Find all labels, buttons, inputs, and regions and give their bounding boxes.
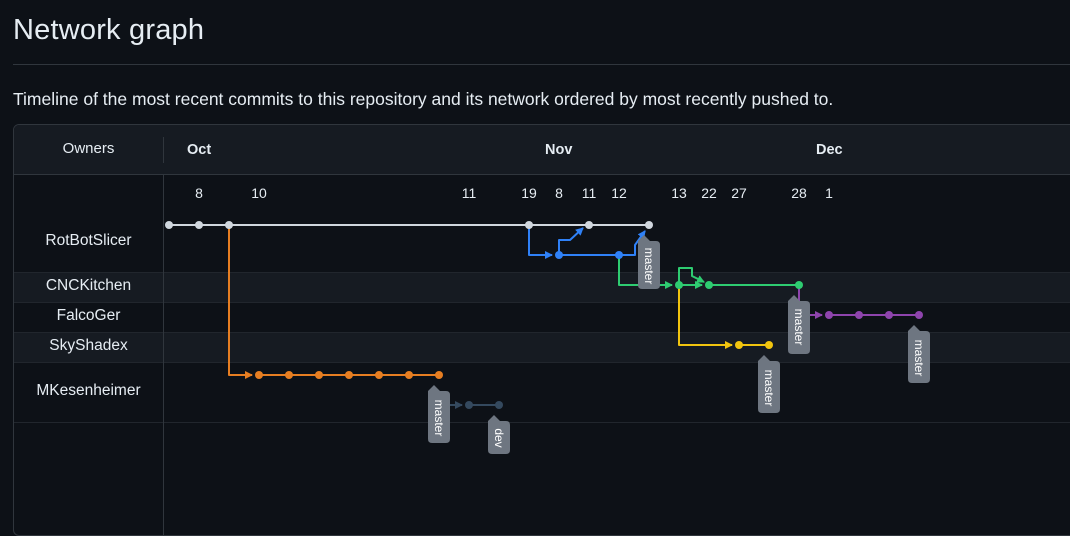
commit-dot[interactable]: [165, 221, 173, 229]
branch-line-cnckitchen: [678, 267, 705, 285]
owner-label-cnckitchen[interactable]: CNCKitchen: [45, 277, 132, 294]
commit-dot[interactable]: [585, 221, 593, 229]
day-label: 8: [195, 185, 203, 201]
commit-dot[interactable]: [885, 311, 893, 319]
branch-tag-cnckitchen[interactable]: master: [788, 295, 810, 354]
owner-label-falcoger[interactable]: FalcoGer: [56, 307, 121, 324]
day-label: 19: [521, 185, 537, 201]
commit-dot[interactable]: [705, 281, 713, 289]
commit-dot[interactable]: [375, 371, 383, 379]
commit-dot[interactable]: [465, 401, 473, 409]
commit-dot[interactable]: [915, 311, 923, 319]
branch-tag-falcoger[interactable]: master: [908, 325, 930, 383]
owner-band-cnckitchen: [14, 272, 1070, 302]
owner-band-skyshadex: [14, 332, 1070, 362]
branch-tag-label: dev: [492, 428, 506, 447]
commit-dot[interactable]: [315, 371, 323, 379]
header-divider: [163, 137, 164, 163]
day-label: 27: [731, 185, 747, 201]
owners-column-divider: [163, 175, 164, 535]
network-graph[interactable]: Owners Oct Nov Dec RotBotSlicer CNCKitch…: [13, 124, 1070, 536]
day-label: 13: [671, 185, 687, 201]
band-divider: [14, 272, 1070, 273]
day-label: 22: [701, 185, 717, 201]
commit-dot[interactable]: [255, 371, 263, 379]
day-label: 8: [555, 185, 563, 201]
month-label-dec: Dec: [816, 142, 843, 158]
commit-dot[interactable]: [795, 281, 803, 289]
title-divider: [13, 64, 1070, 65]
commit-dot[interactable]: [765, 341, 773, 349]
day-labels: 8 10 11 19 8 11 12 13 22 27 28 1: [195, 185, 833, 201]
branch-line-skyshadex: [678, 285, 733, 349]
commit-dot[interactable]: [825, 311, 833, 319]
graph-header: Owners Oct Nov Dec: [14, 125, 1070, 175]
commit-dot[interactable]: [495, 401, 503, 409]
commit-dot[interactable]: [195, 221, 203, 229]
owner-label-rotbotslicer[interactable]: RotBotSlicer: [45, 232, 132, 249]
commit-dot[interactable]: [285, 371, 293, 379]
commit-dot[interactable]: [855, 311, 863, 319]
page-title: Network graph: [13, 14, 205, 46]
commit-dot[interactable]: [345, 371, 353, 379]
owner-label-skyshadex[interactable]: SkyShadex: [49, 337, 128, 354]
page-description: Timeline of the most recent commits to t…: [13, 89, 834, 109]
branch-tag-dev[interactable]: dev: [488, 415, 510, 454]
commit-dot[interactable]: [435, 371, 443, 379]
commit-dot[interactable]: [645, 221, 653, 229]
branch-line-blue: [559, 230, 646, 256]
commit-dot[interactable]: [405, 371, 413, 379]
day-label: 1: [825, 185, 833, 201]
branch-line-blue: [528, 225, 553, 259]
commit-dots: [165, 221, 923, 409]
commit-dot[interactable]: [735, 341, 743, 349]
month-label-oct: Oct: [187, 142, 212, 158]
day-label: 12: [611, 185, 627, 201]
commit-graph[interactable]: 8 10 11 19 8 11 12 13 22 27 28 1: [0, 0, 1070, 522]
branch-tag-label: master: [912, 340, 926, 377]
branch-tag-label: master: [762, 370, 776, 407]
branch-line-mkesenheimer: [228, 225, 253, 379]
branch-tag-mkesenheimer[interactable]: master: [428, 385, 450, 443]
month-label-nov: Nov: [545, 142, 573, 158]
branch-tag-skyshadex[interactable]: master: [758, 355, 780, 413]
owner-label-mkesenheimer[interactable]: MKesenheimer: [36, 382, 141, 399]
branch-line-blue: [558, 227, 584, 255]
branch-tag-label: master: [792, 309, 806, 346]
branch-tag-rotbotslicer[interactable]: master: [638, 235, 660, 289]
band-divider: [14, 332, 1070, 333]
day-label: 10: [251, 185, 267, 201]
commit-dot[interactable]: [675, 281, 683, 289]
commit-dot[interactable]: [525, 221, 533, 229]
band-divider: [14, 362, 1070, 363]
commit-dot[interactable]: [555, 251, 563, 259]
band-divider: [14, 302, 1070, 303]
branch-tag-label: master: [432, 400, 446, 437]
day-label: 11: [582, 185, 597, 201]
day-label: 11: [462, 185, 477, 201]
branch-tag-label: master: [642, 248, 656, 285]
commit-dot[interactable]: [615, 251, 623, 259]
commit-dot[interactable]: [225, 221, 233, 229]
owners-header: Owners: [62, 140, 115, 157]
day-label: 28: [791, 185, 807, 201]
band-divider: [14, 422, 1070, 423]
